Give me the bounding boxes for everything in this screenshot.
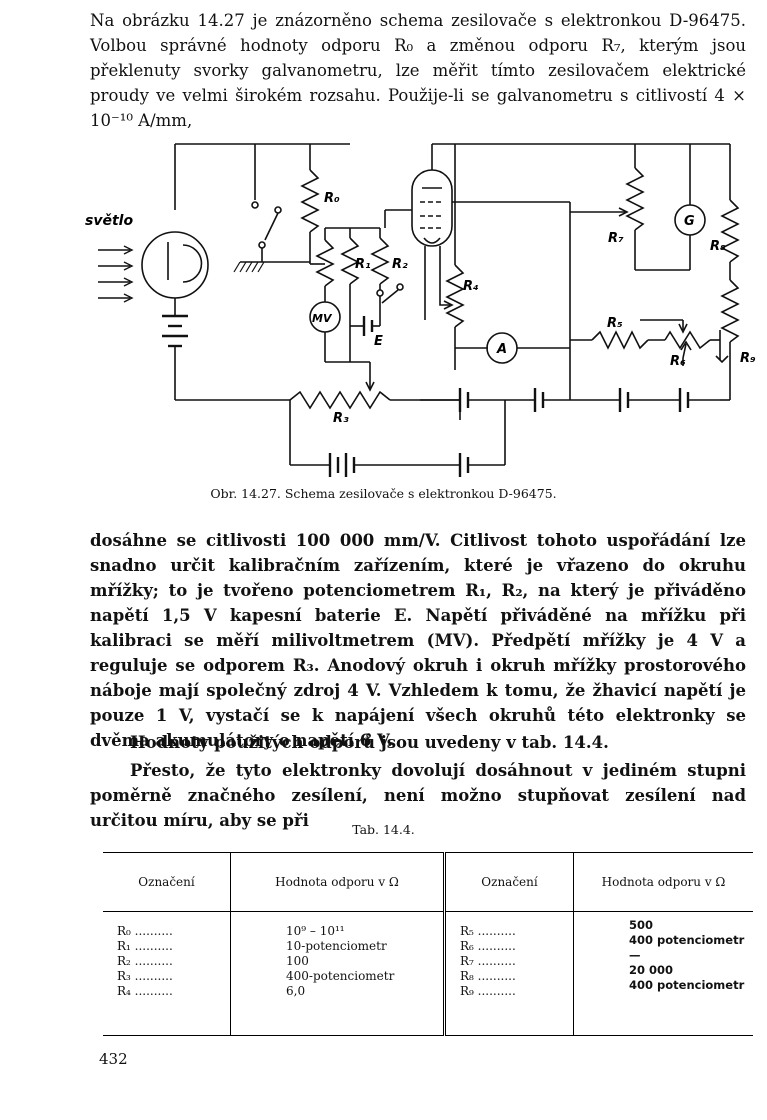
label-r3: R₃ [333, 411, 349, 426]
left-value: 10⁹ – 10¹¹ [286, 924, 345, 938]
circuit-labels: světlo R₀ R₁ R₂ R₃ R₄ R₅ R₆ R₇ R₈ R₉ MV … [85, 191, 756, 426]
label-g: G [684, 214, 695, 229]
left-values-cell: 10⁹ – 10¹¹ 10-potenciometr 100 400-poten… [230, 911, 446, 1025]
header-hodnota-1: Hodnota odporu v Ω [230, 852, 446, 912]
paragraph-body: dosáhne se citlivosti 100 000 mm/V. Citl… [90, 531, 746, 750]
paragraph-table-ref: Hodnoty použitých odporů jsou uvedeny v … [130, 733, 609, 752]
right-name: R₆ .......... [460, 939, 516, 953]
left-name: R₀ .......... [117, 924, 173, 938]
circuit-diagram [98, 143, 740, 477]
header-hodnota-2: Hodnota odporu v Ω [573, 852, 753, 912]
right-names-cell: R₅ .......... R₆ .......... R₇ .........… [444, 911, 574, 1025]
right-name: R₅ .......... [460, 924, 516, 938]
right-values-cell: 500 400 potenciometr — 20 000 400 potenc… [574, 912, 754, 1026]
right-value: 400 potenciometr [629, 978, 745, 992]
label-r0: R₀ [324, 191, 340, 206]
right-name: R₈ .......... [460, 969, 516, 983]
label-r8: R₈ [710, 239, 726, 254]
label-r1: R₁ [355, 257, 371, 272]
left-value: 6,0 [286, 984, 306, 998]
left-name: R₃ .......... [117, 969, 173, 983]
label-mv: MV [312, 312, 333, 325]
label-r9: R₉ [740, 351, 756, 366]
right-value: 500 [629, 918, 654, 932]
table-title: Tab. 14.4. [352, 822, 415, 837]
right-value: 20 000 [629, 963, 674, 977]
label-r2: R₂ [392, 257, 408, 272]
right-value: — [629, 948, 641, 962]
page-number: 432 [99, 1050, 128, 1068]
paragraph-continuation: Přesto, že tyto elektronky dovolují dosá… [90, 761, 746, 830]
right-name: R₉ .......... [460, 984, 516, 998]
left-value: 400-potenciometr [286, 969, 395, 983]
figure-caption: Obr. 14.27. Schema zesilovače s elektron… [210, 486, 557, 501]
right-name: R₇ .......... [460, 954, 516, 968]
left-name: R₁ .......... [117, 939, 173, 953]
left-name: R₂ .......... [117, 954, 173, 968]
label-svetlo: světlo [85, 213, 133, 229]
paragraph-intro: Na obrázku 14.27 je znázorněno schema ze… [90, 11, 746, 130]
left-value: 10-potenciometr [286, 939, 387, 953]
header-oznaceni-2: Označení [444, 852, 574, 912]
label-r5: R₅ [607, 316, 623, 331]
table-row: R₀ .......... R₁ .......... R₂ .........… [103, 911, 754, 1026]
left-names-cell: R₀ .......... R₁ .......... R₂ .........… [103, 911, 231, 1025]
resistor-table: Označení Hodnota odporu v Ω Označení Hod… [103, 852, 753, 1036]
left-name: R₄ .......... [117, 984, 173, 998]
left-value: 100 [286, 954, 309, 968]
label-a: A [496, 342, 507, 357]
right-value: 400 potenciometr [629, 933, 745, 947]
header-oznaceni-1: Označení [103, 852, 231, 912]
label-e: E [374, 334, 383, 349]
label-r4: R₄ [463, 279, 479, 294]
table-header-row: Označení Hodnota odporu v Ω Označení Hod… [103, 852, 753, 912]
label-r6: R₆ [670, 354, 686, 369]
label-r7: R₇ [608, 231, 624, 246]
